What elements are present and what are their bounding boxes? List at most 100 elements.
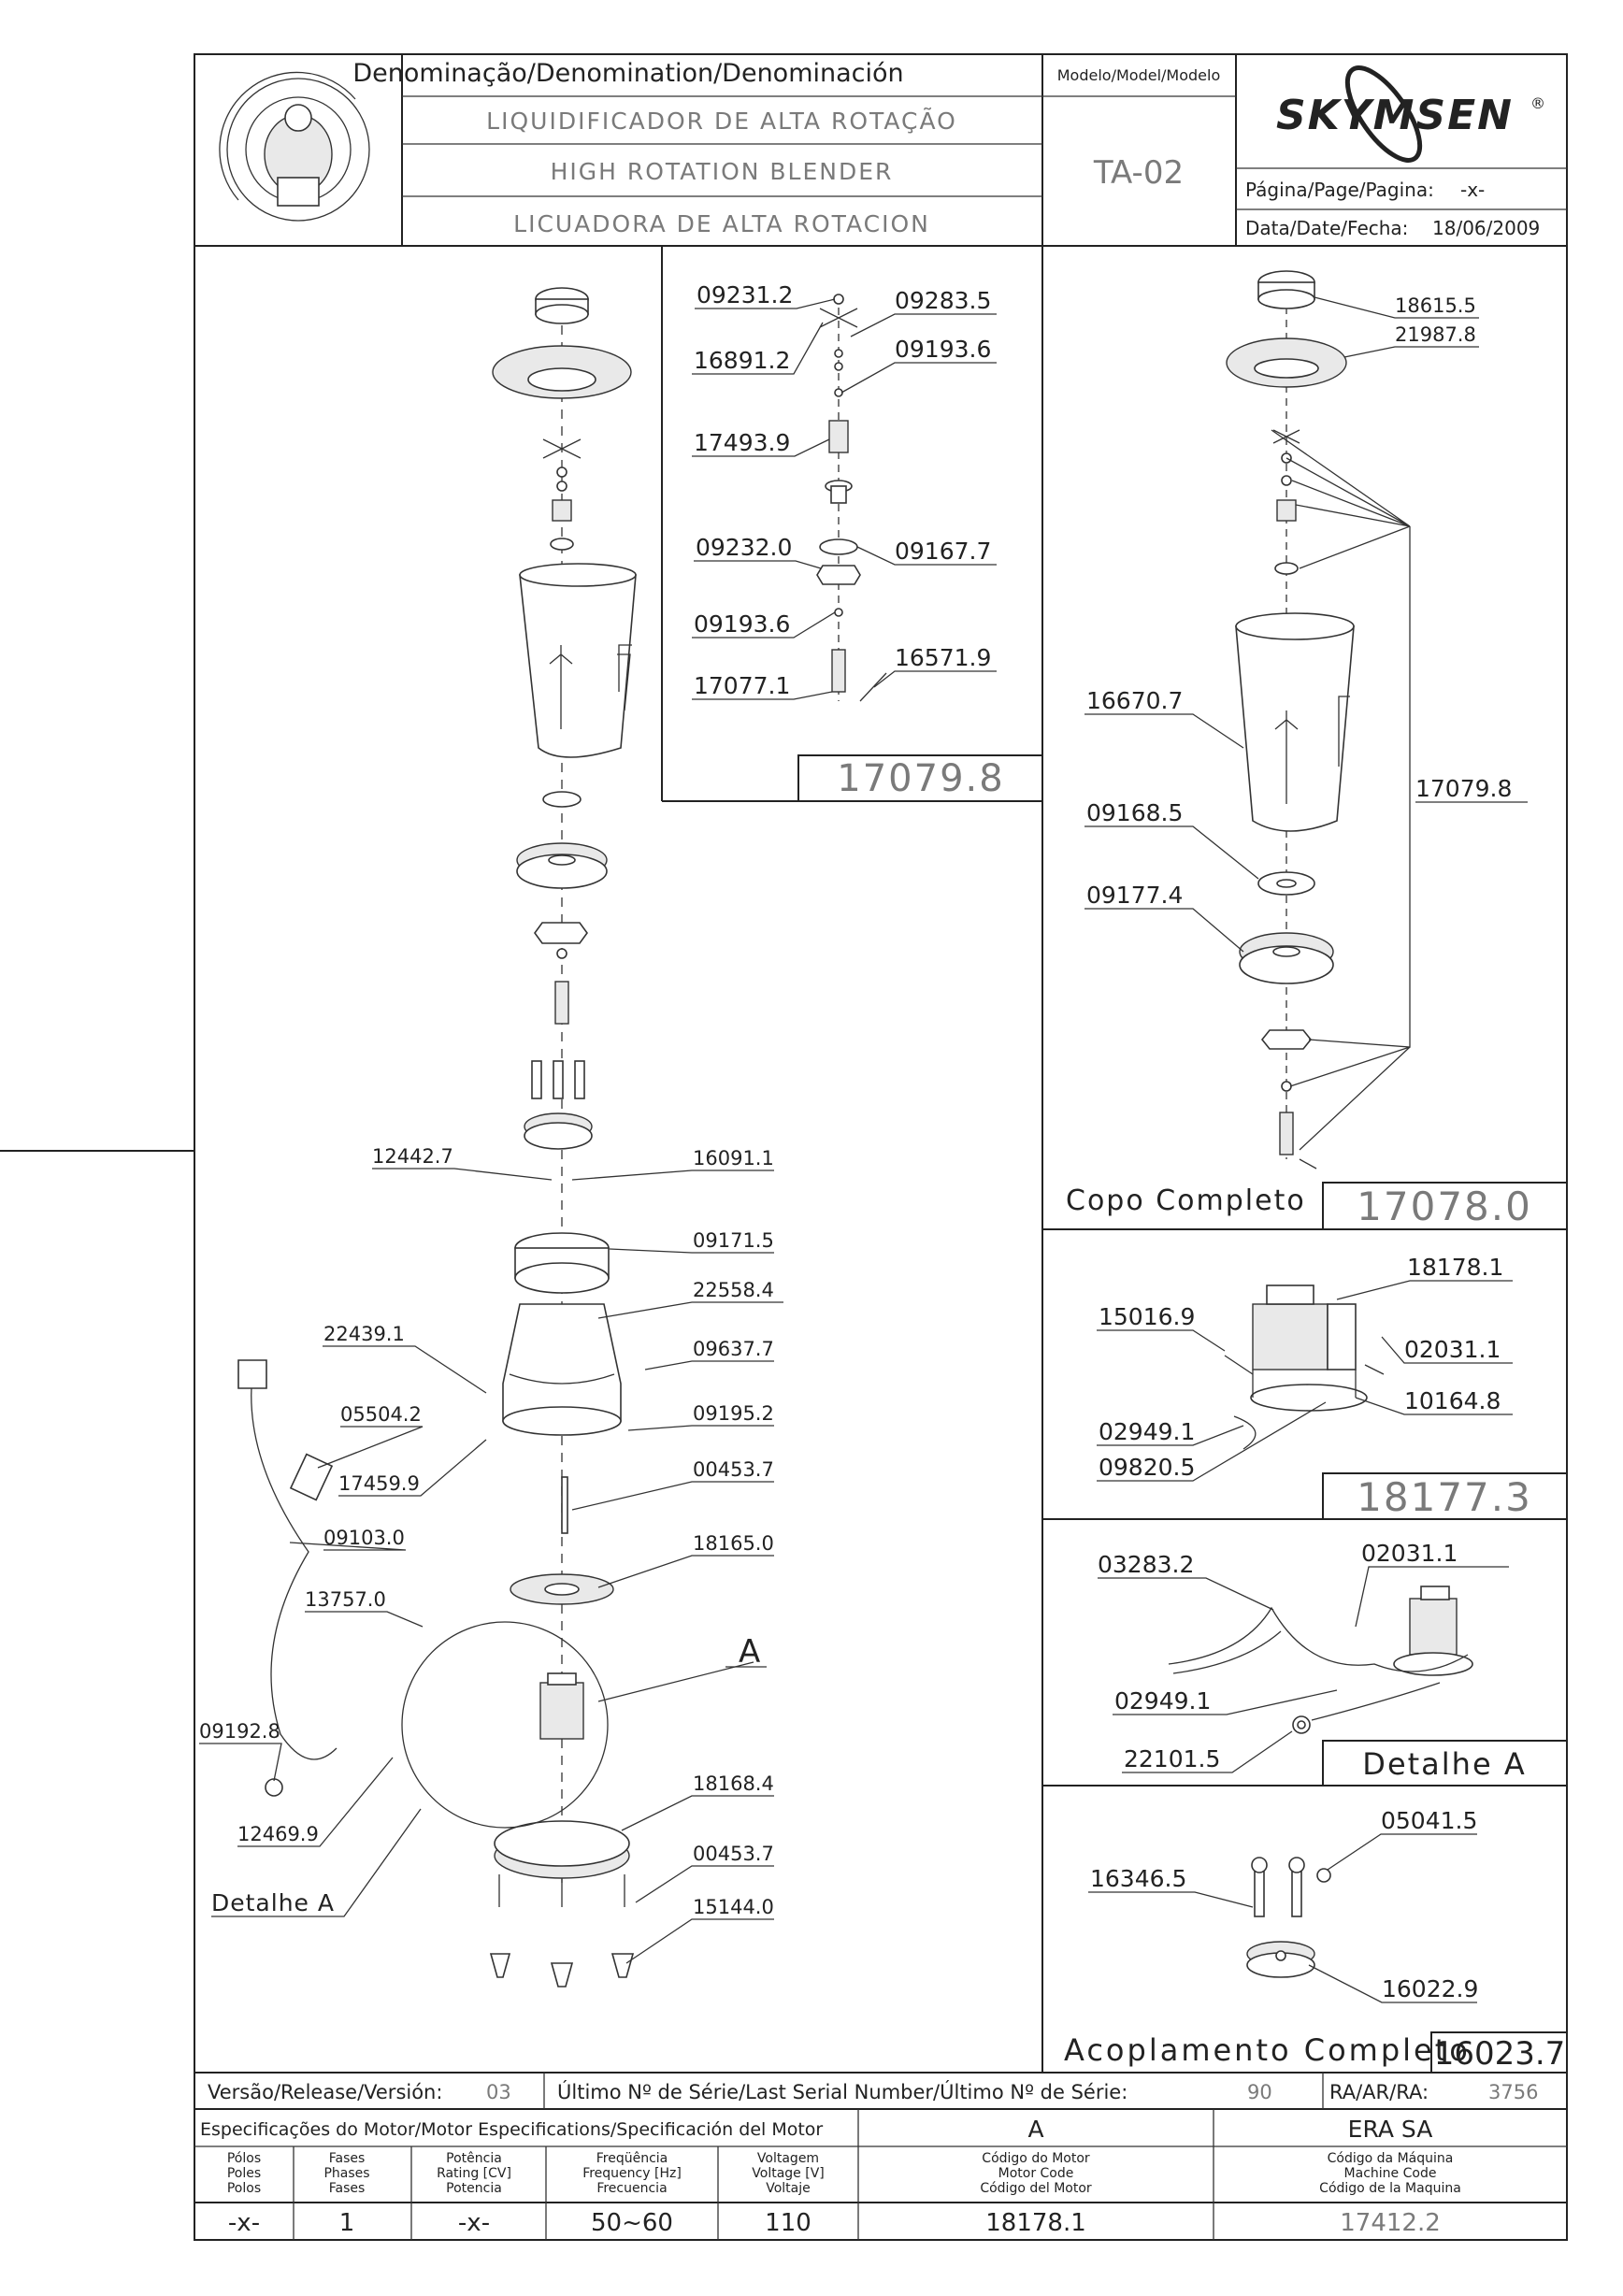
drawing-frame	[0, 53, 1568, 2241]
header-power-en: Rating [CV]	[437, 2166, 511, 2181]
coupling-assembly-code: 16023.7	[1434, 2035, 1566, 2073]
brand-registered-mark: ®	[1530, 94, 1545, 112]
callout-18168-4: 18168.4	[693, 1772, 774, 1795]
main-exploded-view	[237, 287, 754, 1987]
header-frequency-pt: Freqüência	[596, 2151, 668, 2166]
value-motor-code: 18178.1	[985, 2209, 1086, 2237]
denomination-label: Denominação/Denomination/Denominación	[352, 59, 903, 88]
motor-callouts: 18178.1 15016.9 02031.1 10164.8 02949.1 …	[1097, 1254, 1532, 1520]
header-phases-es: Fases	[329, 2181, 366, 2196]
callout-09103-0: 09103.0	[323, 1527, 405, 1549]
callout-18615-5: 18615.5	[1395, 294, 1476, 317]
header-power-pt: Potência	[446, 2151, 502, 2166]
callout-09283-5: 09283.5	[895, 287, 991, 314]
callout-05504-2: 05504.2	[340, 1403, 422, 1426]
callout-22558-4: 22558.4	[693, 1279, 774, 1301]
serial-label: Último Nº de Série/Last Serial Number/Úl…	[557, 2080, 1127, 2103]
callout-09193-6-bottom: 09193.6	[694, 610, 790, 638]
footer-spec-values: -x- 1 -x- 50~60 110 18178.1 17412.2	[228, 2209, 1441, 2237]
callout-09167-7: 09167.7	[895, 538, 991, 565]
callout-09231-2: 09231.2	[697, 281, 793, 309]
motor-maker: ERA SA	[1348, 2116, 1433, 2143]
value-power: -x-	[458, 2209, 490, 2237]
callout-12469-9: 12469.9	[237, 1823, 319, 1845]
model-label: Modelo/Model/Modelo	[1057, 66, 1220, 84]
header-frequency-es: Frecuencia	[596, 2181, 667, 2196]
callout-16091-1: 16091.1	[693, 1147, 774, 1170]
motor-drawing	[1224, 1284, 1385, 1450]
header-poles-pt: Pólos	[227, 2151, 261, 2166]
header-voltage-en: Voltage [V]	[752, 2166, 824, 2181]
page-label: Página/Page/Pagina:	[1245, 179, 1434, 201]
value-poles: -x-	[228, 2209, 260, 2237]
footer-release-row: Versão/Release/Versión: 03 Último Nº de …	[208, 2080, 1538, 2103]
version-value: 03	[486, 2081, 511, 2103]
cup-assembly-code: 17078.0	[1357, 1184, 1532, 1229]
callout-detail-a-marker: A	[739, 1633, 760, 1671]
callout-00453-7-lower: 00453.7	[693, 1843, 774, 1865]
callout-02031-1-detail: 02031.1	[1361, 1540, 1458, 1567]
brand-logo: SKYMSEN ®	[1276, 65, 1545, 163]
callout-18165-0: 18165.0	[693, 1532, 774, 1555]
product-name-es: LICUADORA DE ALTA ROTACION	[513, 210, 930, 237]
callout-17493-9: 17493.9	[694, 429, 790, 456]
callout-09168-5: 09168.5	[1086, 799, 1183, 826]
value-frequency: 50~60	[591, 2209, 673, 2237]
blade-set-drawing	[816, 294, 887, 702]
callout-00453-7-upper: 00453.7	[693, 1458, 774, 1481]
header-machine-code-pt: Código da Máquina	[1328, 2151, 1454, 2166]
footer-spec-headers: Pólos Poles Polos Fases Phases Fases Pot…	[227, 2151, 1461, 2196]
header-voltage-pt: Voltagem	[757, 2151, 819, 2166]
main-view-callouts: 12442.7 16091.1 09171.5 22558.4 22439.1 …	[199, 1145, 783, 1964]
callout-05041-5: 05041.5	[1381, 1807, 1477, 1834]
product-name-pt: LIQUIDIFICADOR DE ALTA ROTAÇÃO	[486, 107, 957, 135]
blade-set-callouts: 09231.2 09283.5 16891.2 09193.6 17493.9 …	[692, 281, 1004, 800]
header-frequency-en: Frequency [Hz]	[582, 2166, 682, 2181]
callout-09177-4: 09177.4	[1086, 882, 1183, 909]
callout-17077-1: 17077.1	[694, 672, 790, 699]
product-name-en: HIGH ROTATION BLENDER	[551, 158, 894, 185]
header-poles-en: Poles	[227, 2166, 261, 2181]
page-value: -x-	[1460, 179, 1485, 201]
callout-09232-0: 09232.0	[696, 534, 792, 561]
motor-assembly-code: 18177.3	[1357, 1474, 1532, 1520]
callout-17459-9: 17459.9	[338, 1472, 420, 1495]
callout-18178-1: 18178.1	[1407, 1254, 1503, 1281]
cup-drawing	[1226, 270, 1411, 1170]
detail-a-reference-label: Detalhe A	[211, 1889, 335, 1916]
callout-02949-1-detail: 02949.1	[1114, 1687, 1211, 1715]
header-phases-en: Phases	[323, 2166, 369, 2181]
callout-02949-1-motor: 02949.1	[1099, 1418, 1195, 1445]
header-machine-code-en: Machine Code	[1344, 2166, 1437, 2181]
callout-10164-8: 10164.8	[1404, 1387, 1501, 1414]
value-voltage: 110	[765, 2209, 812, 2237]
motor-id: A	[1027, 2116, 1043, 2143]
header-machine-code-es: Código de la Maquina	[1319, 2181, 1461, 2196]
motor-spec-label: Especificações do Motor/Motor Especifica…	[200, 2119, 823, 2140]
coupling-panel-title: Acoplamento Completo	[1064, 2032, 1471, 2068]
authorized-service-seal	[219, 71, 370, 222]
callout-12442-7: 12442.7	[372, 1145, 453, 1168]
detail-a-title: Detalhe A	[1362, 1746, 1526, 1782]
header-voltage-es: Voltaje	[766, 2181, 811, 2196]
model-value: TA-02	[1093, 154, 1184, 192]
header-poles-es: Polos	[227, 2181, 261, 2196]
header-power-es: Potencia	[446, 2181, 502, 2196]
ra-value: 3756	[1488, 2081, 1538, 2103]
callout-22439-1: 22439.1	[323, 1323, 405, 1345]
callout-09193-6-top: 09193.6	[895, 336, 991, 363]
header-motor-code-pt: Código do Motor	[982, 2151, 1090, 2166]
header-motor-code-es: Código del Motor	[980, 2181, 1092, 2196]
callout-16346-5: 16346.5	[1090, 1865, 1186, 1892]
callout-09192-8: 09192.8	[199, 1720, 280, 1743]
blade-set-assembly-code: 17079.8	[837, 757, 1004, 800]
callout-09171-5: 09171.5	[693, 1229, 774, 1252]
cup-callouts: 18615.5 21987.8 16670.7 17079.8 09168.5 …	[1066, 294, 1532, 1229]
callout-16022-9: 16022.9	[1382, 1975, 1478, 2002]
serial-value: 90	[1247, 2081, 1272, 2103]
coupling-callouts: 05041.5 16346.5 16022.9 Acoplamento Comp…	[1064, 1807, 1565, 2073]
callout-16571-9: 16571.9	[895, 644, 991, 671]
callout-15016-9: 15016.9	[1099, 1303, 1195, 1330]
value-machine-code: 17412.2	[1340, 2209, 1441, 2237]
header-phases-pt: Fases	[329, 2151, 366, 2166]
